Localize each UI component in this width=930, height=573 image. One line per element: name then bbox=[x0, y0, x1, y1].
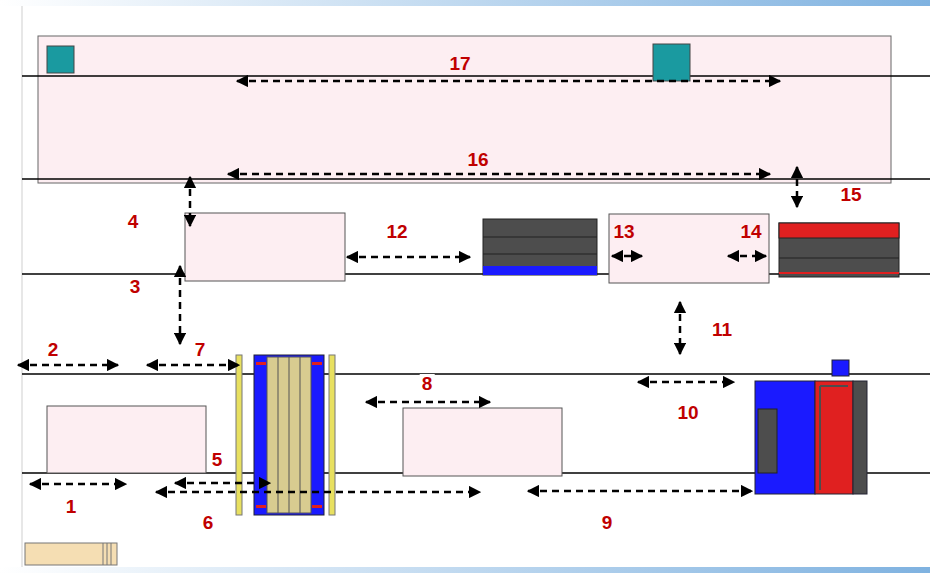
frame-bar bbox=[0, 0, 930, 6]
cart-stripe bbox=[103, 543, 104, 565]
press-machine bbox=[755, 360, 867, 494]
teal-block bbox=[653, 44, 690, 81]
callout-number: 17 bbox=[447, 54, 472, 74]
clearance-arrows bbox=[18, 81, 797, 492]
red-machine bbox=[779, 223, 899, 277]
clearance-arrow bbox=[179, 266, 182, 344]
callout-number: 2 bbox=[46, 340, 61, 360]
clearance-arrow bbox=[612, 255, 642, 258]
clearance-arrow bbox=[175, 482, 270, 485]
roller-line bbox=[300, 357, 301, 513]
frame-line bbox=[22, 6, 23, 567]
callout-number: 11 bbox=[710, 320, 734, 340]
clearance-arrow bbox=[347, 256, 470, 259]
callout-number: 1 bbox=[64, 497, 79, 517]
clearance-arrow bbox=[796, 167, 799, 207]
clearance-arrow bbox=[679, 302, 682, 354]
roller-machine bbox=[236, 355, 335, 515]
clearance-arrow bbox=[30, 483, 126, 486]
machine-seam bbox=[779, 272, 899, 274]
machine-top bbox=[779, 223, 899, 238]
clearance-arrow bbox=[638, 381, 734, 384]
callout-number: 3 bbox=[128, 277, 143, 297]
callout-number: 15 bbox=[838, 185, 863, 205]
cart-stripe bbox=[111, 543, 112, 565]
machine-seam bbox=[819, 386, 821, 490]
machine-seam bbox=[820, 385, 848, 387]
roller-line bbox=[289, 357, 290, 513]
machine-seam bbox=[483, 254, 597, 255]
clearance-arrow bbox=[147, 364, 239, 367]
callout-number: 13 bbox=[611, 222, 636, 242]
clearance-arrow bbox=[728, 255, 766, 258]
machine-door bbox=[758, 409, 777, 473]
clearance-arrow bbox=[156, 491, 480, 494]
machine-mark bbox=[256, 505, 266, 508]
machine-body bbox=[779, 223, 899, 277]
rail-line bbox=[22, 373, 930, 375]
callout-number: 10 bbox=[675, 403, 700, 423]
machine-mark bbox=[256, 362, 266, 365]
frame-bar bbox=[0, 567, 930, 573]
work-area bbox=[609, 214, 769, 283]
clearance-arrow bbox=[528, 490, 752, 493]
callout-number: 12 bbox=[384, 222, 409, 242]
machine-seam bbox=[779, 258, 899, 259]
callout-number: 9 bbox=[600, 513, 615, 533]
callout-number: 7 bbox=[193, 340, 208, 360]
clearance-arrow bbox=[189, 177, 192, 226]
roller bbox=[267, 357, 311, 513]
storage-area bbox=[38, 36, 891, 183]
machine-mark bbox=[312, 362, 322, 365]
callout-number: 14 bbox=[738, 222, 763, 242]
cart-stripe bbox=[107, 543, 108, 565]
cart-body bbox=[25, 543, 117, 565]
teal-block bbox=[47, 46, 74, 73]
callout-number: 6 bbox=[201, 513, 216, 533]
clearance-arrow bbox=[18, 364, 118, 367]
callout-number: 8 bbox=[420, 374, 435, 394]
callout-number: 16 bbox=[465, 150, 490, 170]
callout-number: 5 bbox=[210, 450, 225, 470]
clearance-arrow bbox=[237, 80, 780, 83]
work-area bbox=[403, 408, 562, 476]
machine-body bbox=[755, 381, 815, 494]
rail-line bbox=[22, 178, 930, 180]
machine-seam bbox=[483, 237, 597, 238]
machine-part bbox=[832, 360, 849, 376]
roller-line bbox=[278, 357, 279, 513]
rail-line bbox=[22, 75, 930, 77]
machine-body bbox=[815, 381, 853, 494]
machine-strip bbox=[483, 266, 597, 275]
cart-icon bbox=[25, 543, 117, 565]
clearance-arrow bbox=[366, 401, 490, 404]
machine-mark bbox=[312, 505, 322, 508]
machine-body bbox=[483, 219, 597, 275]
clearance-arrow bbox=[228, 173, 770, 176]
work-area bbox=[185, 213, 345, 281]
machine-body bbox=[853, 381, 867, 494]
work-area bbox=[47, 406, 206, 473]
callout-number: 4 bbox=[126, 212, 141, 232]
dark-machine bbox=[483, 219, 597, 275]
